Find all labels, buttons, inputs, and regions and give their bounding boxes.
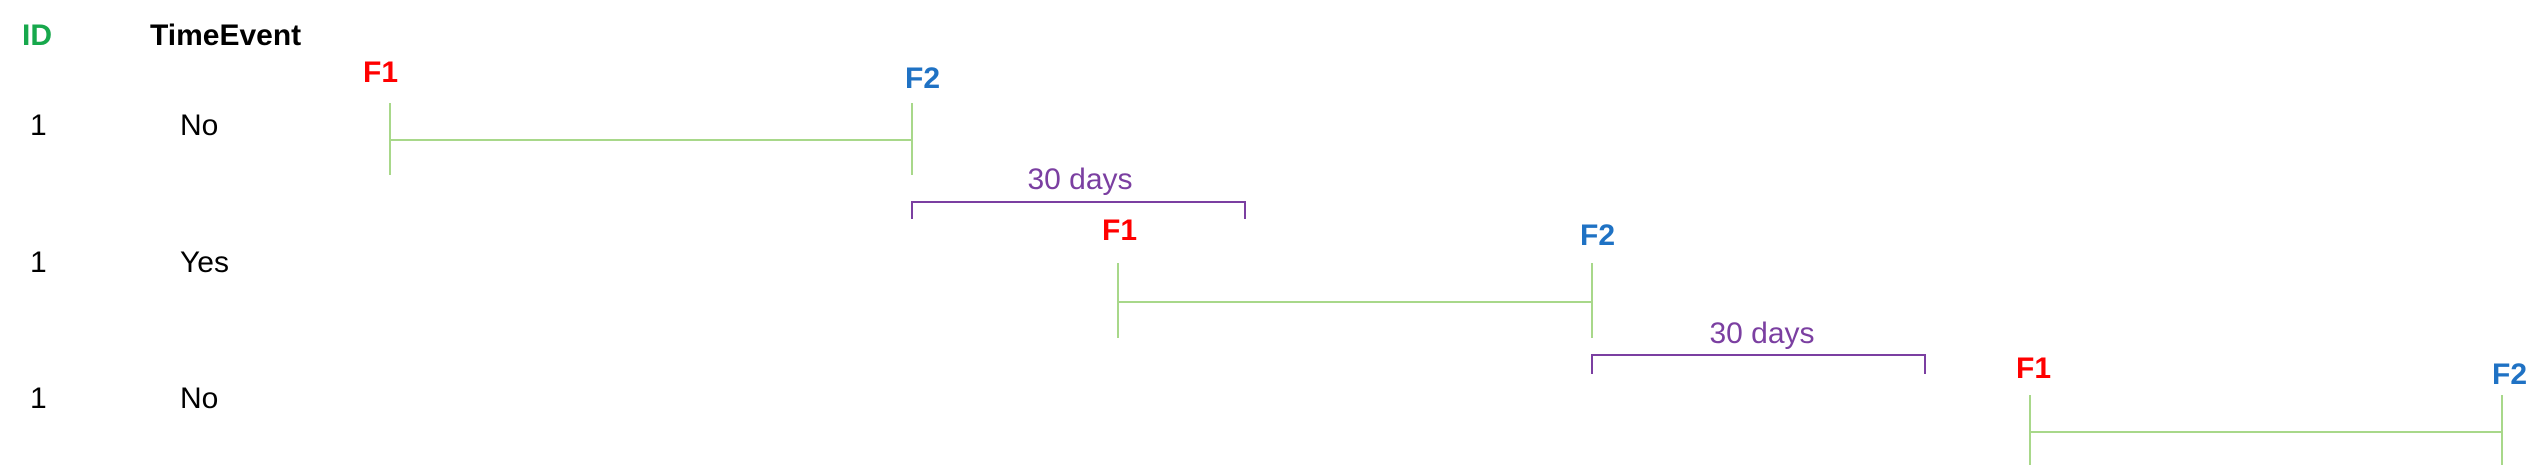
row-2-id: 1 [30, 246, 47, 279]
gap-2-bracket [1591, 354, 1926, 374]
interval-1-start-label: F1 [363, 56, 398, 89]
interval-3: F1 F2 [2016, 352, 2527, 465]
row-3-time-event: No [180, 382, 218, 415]
row-3-id: 1 [30, 382, 47, 415]
gap-1: 30 days [911, 163, 1246, 219]
interval-2-start-label: F1 [1102, 214, 1137, 247]
interval-1: F1 F2 [363, 56, 940, 175]
interval-3-end-label: F2 [2492, 358, 2527, 391]
row-2-time-event: Yes [180, 246, 229, 279]
time-event-header: TimeEvent [150, 19, 301, 52]
gap-2-label: 30 days [1709, 317, 1814, 350]
row-1-time-event: No [180, 109, 218, 142]
row-1-id: 1 [30, 109, 47, 142]
gap-1-label: 30 days [1027, 163, 1132, 196]
gap-1-bracket [911, 201, 1246, 219]
interval-2: F1 F2 [1102, 214, 1615, 338]
gap-2: 30 days [1591, 317, 1926, 374]
interval-1-end-label: F2 [905, 62, 940, 95]
interval-2-end-label: F2 [1580, 219, 1615, 252]
interval-3-start-label: F1 [2016, 352, 2051, 385]
id-header: ID [22, 19, 52, 52]
